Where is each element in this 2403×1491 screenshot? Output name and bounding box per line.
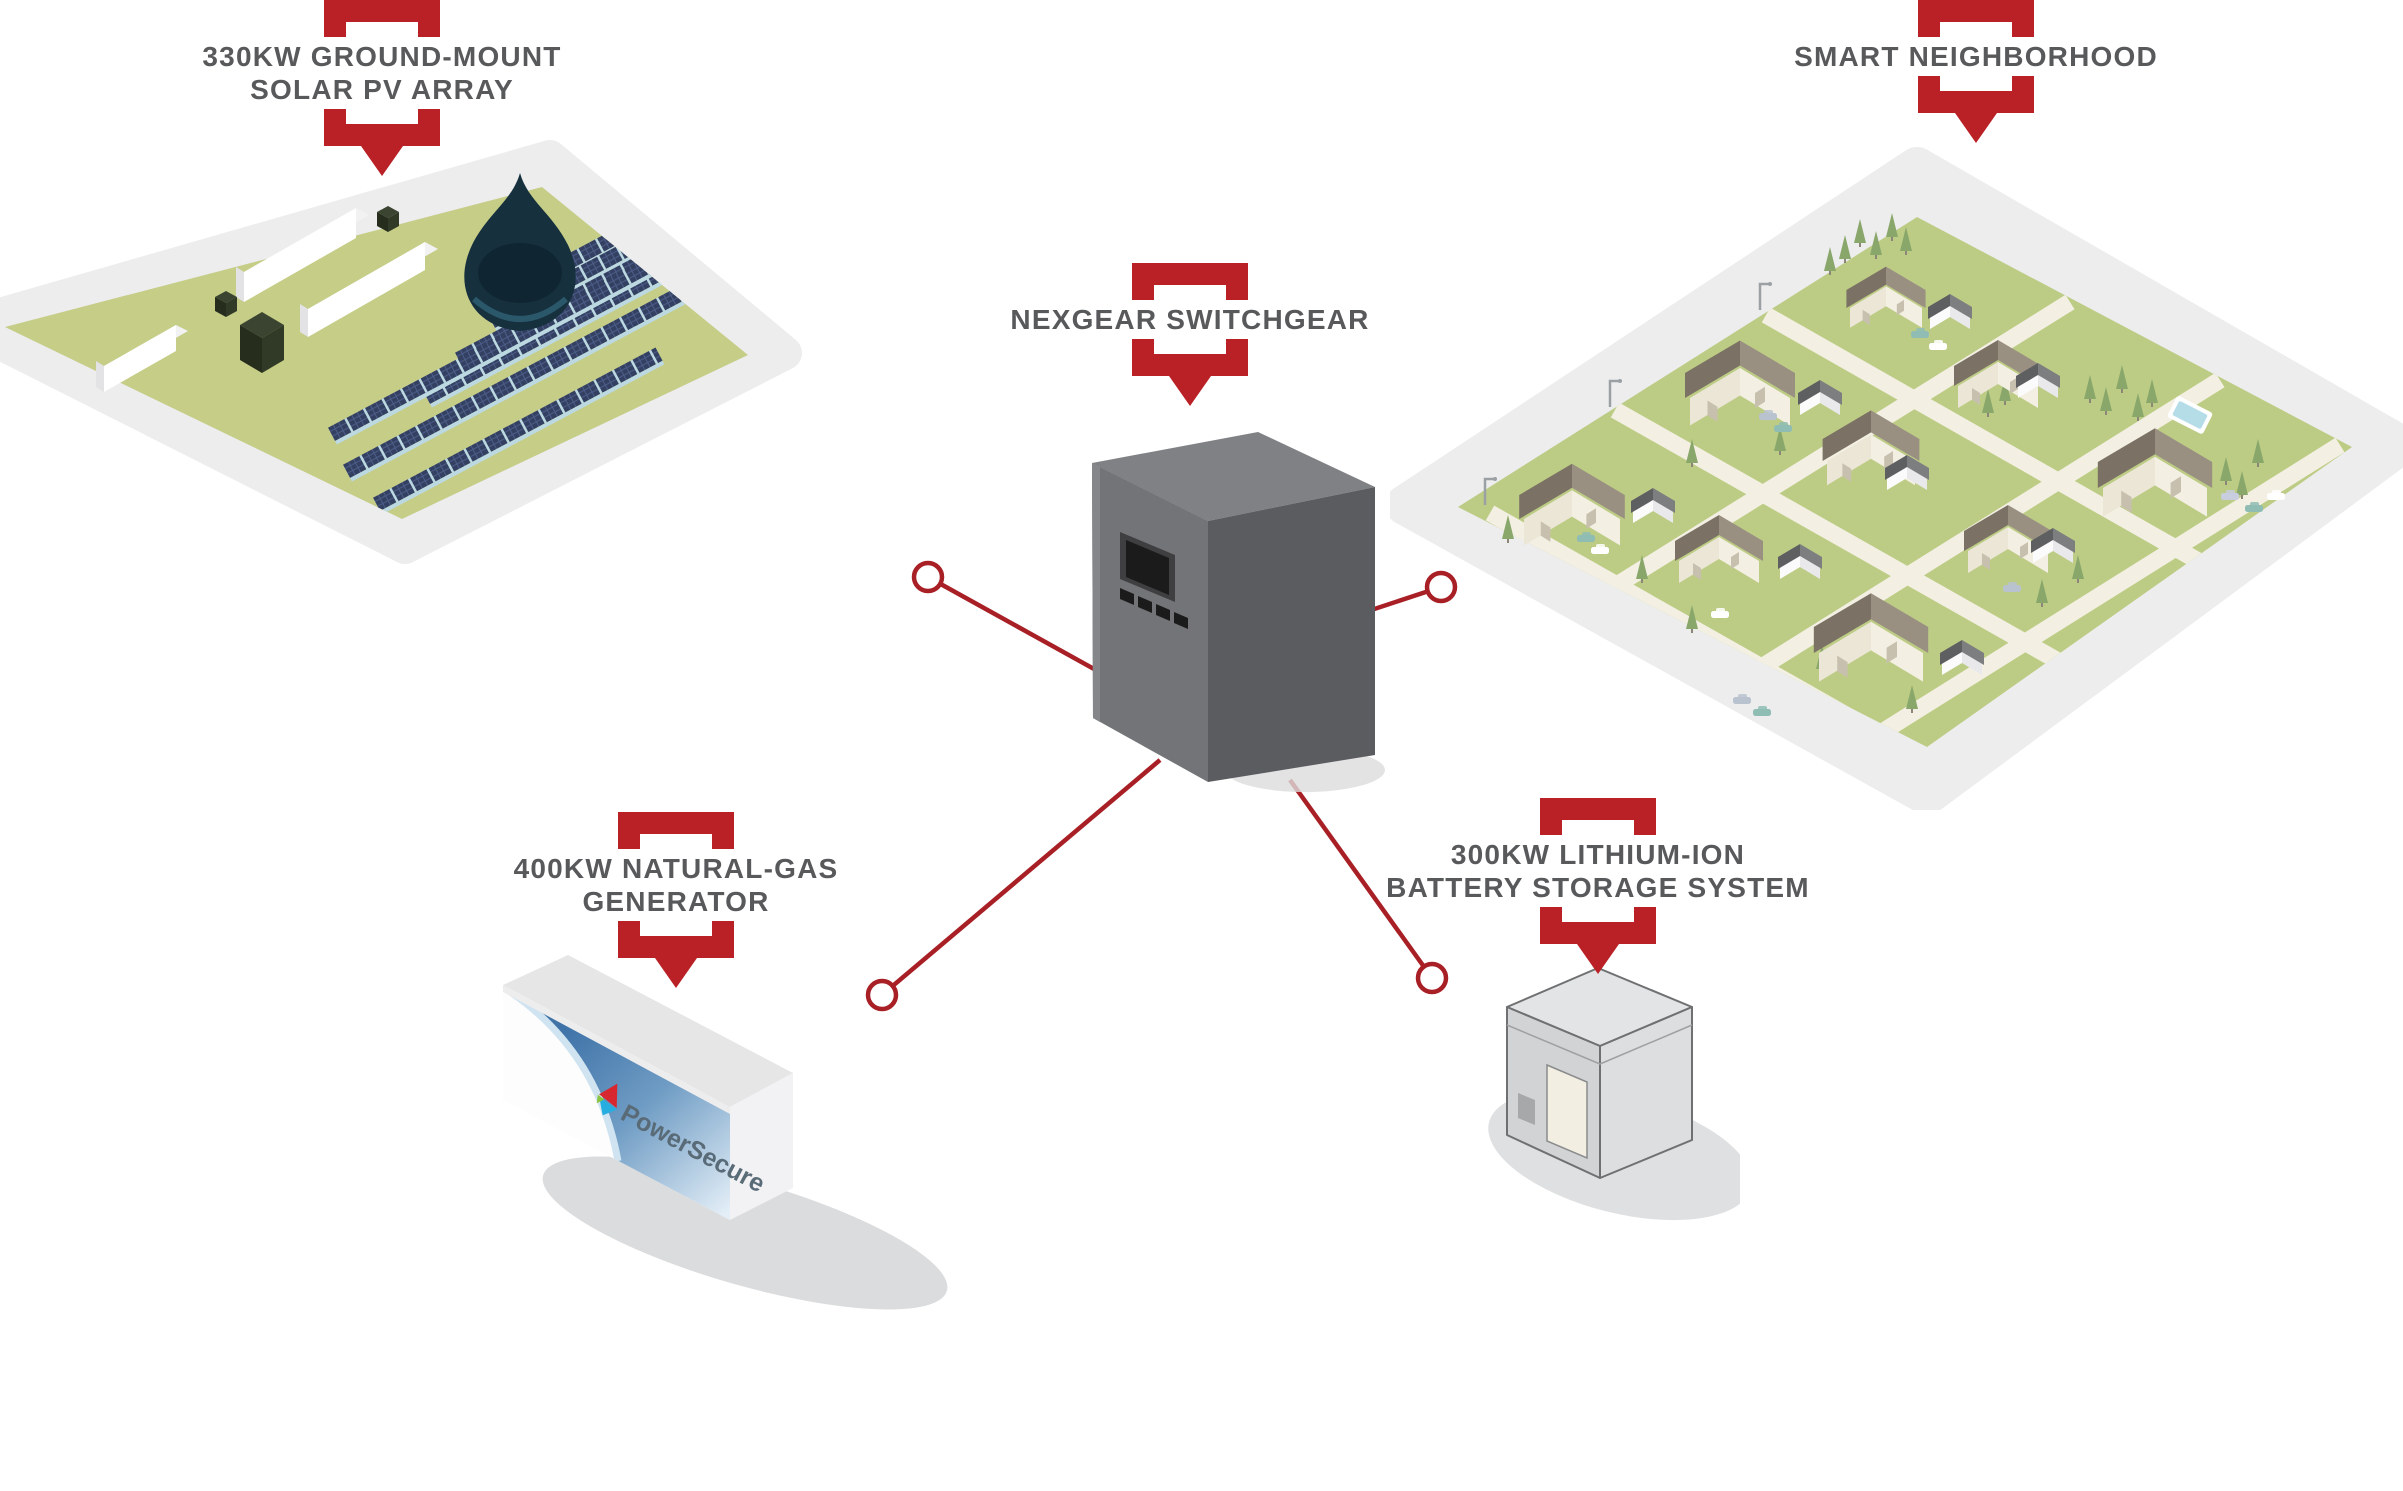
label-solar-pv-array: 330KW GROUND-MOUNT SOLAR PV ARRAY xyxy=(162,0,602,177)
location-pin-top-icon xyxy=(324,0,440,37)
label-battery-storage: 300KW LITHIUM-ION BATTERY STORAGE SYSTEM xyxy=(1348,798,1848,975)
label-line: NEXGEAR SWITCHGEAR xyxy=(1010,304,1370,335)
connector-node xyxy=(1424,570,1458,604)
location-pin-top-icon xyxy=(1918,0,2034,37)
generator-top xyxy=(503,955,793,1107)
location-pin-bottom-icon xyxy=(1918,76,2034,143)
label-natural-gas-generator: 400KW NATURAL-GAS GENERATOR xyxy=(456,812,896,989)
location-pin-top-icon xyxy=(618,812,734,849)
generator-unit: PowerSecure xyxy=(503,955,948,1310)
cabinet-top xyxy=(1092,432,1375,521)
label-line: 400KW NATURAL-GAS xyxy=(513,853,839,884)
label-text: 330KW GROUND-MOUNT SOLAR PV ARRAY xyxy=(202,40,561,106)
label-nexgear-switchgear: NEXGEAR SWITCHGEAR xyxy=(970,263,1410,407)
control-buttons xyxy=(1120,588,1188,629)
water-drop xyxy=(464,173,576,331)
solar-containers xyxy=(96,208,438,392)
label-text: NEXGEAR SWITCHGEAR xyxy=(1010,303,1369,336)
battery-vent xyxy=(1518,1093,1535,1125)
connector-node xyxy=(1415,961,1449,995)
label-line: 300KW LITHIUM-ION xyxy=(1450,839,1746,870)
location-pin-bottom-icon xyxy=(1132,339,1248,406)
location-pin-bottom-icon xyxy=(618,921,734,988)
battery-door xyxy=(1546,1063,1588,1160)
solar-array-tile xyxy=(0,140,802,564)
control-screen xyxy=(1126,540,1169,595)
label-text: 400KW NATURAL-GAS GENERATOR xyxy=(514,852,839,918)
cabinet-side xyxy=(1208,487,1375,782)
label-line: SMART NEIGHBORHOOD xyxy=(1794,41,2158,72)
label-line: GENERATOR xyxy=(582,886,770,917)
battery-unit xyxy=(1488,967,1740,1221)
label-text: SMART NEIGHBORHOOD xyxy=(1794,40,2158,73)
label-line: BATTERY STORAGE SYSTEM xyxy=(1386,872,1810,903)
label-line: SOLAR PV ARRAY xyxy=(250,74,514,105)
switchgear-cabinet xyxy=(1092,432,1385,792)
solar-equipment-boxes xyxy=(215,206,399,373)
location-pin-top-icon xyxy=(1132,263,1248,300)
label-line: 330KW GROUND-MOUNT xyxy=(202,41,562,72)
connector-node xyxy=(911,560,945,594)
connector-node xyxy=(865,978,899,1012)
label-smart-neighborhood: SMART NEIGHBORHOOD xyxy=(1756,0,2196,144)
label-text: 300KW LITHIUM-ION BATTERY STORAGE SYSTEM xyxy=(1386,838,1810,904)
battery-right-face xyxy=(1599,1006,1693,1179)
location-pin-bottom-icon xyxy=(324,109,440,176)
location-pin-top-icon xyxy=(1540,798,1656,835)
connector-line xyxy=(880,758,1162,997)
location-pin-bottom-icon xyxy=(1540,907,1656,974)
smart-neighborhood-tile xyxy=(1390,147,2403,810)
swimming-pool xyxy=(2167,396,2213,434)
connector-line xyxy=(1288,778,1434,980)
generator-end xyxy=(730,1073,793,1220)
